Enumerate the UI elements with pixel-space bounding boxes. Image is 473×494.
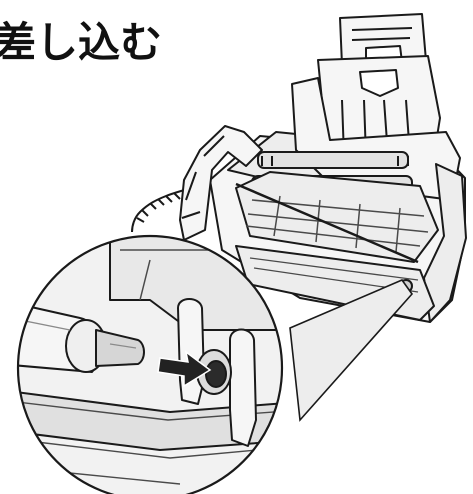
roller-gears — [261, 156, 409, 166]
insert-tool-tip — [95, 329, 145, 367]
detail-circle-border — [16, 234, 284, 494]
paper-tray-back-slot — [351, 27, 413, 41]
paper-tray-middle-slots — [341, 99, 411, 157]
guide-rod — [235, 182, 419, 264]
right-arrow-icon — [157, 350, 212, 388]
fax-machine — [131, 13, 467, 323]
handset-cord — [131, 185, 197, 233]
side-frame-right — [423, 163, 467, 323]
socket-hole — [205, 360, 227, 388]
socket-post-left — [177, 298, 205, 405]
page-title: 差し込む — [0, 18, 163, 67]
callout-connector — [289, 279, 414, 422]
detail-callout — [16, 234, 284, 494]
socket-post-right — [229, 328, 257, 447]
inner-mechanism — [235, 171, 439, 263]
roller-upper — [257, 151, 409, 169]
paper-tray-middle-notch — [359, 69, 399, 97]
handset — [179, 125, 263, 241]
detail-ledge — [18, 389, 282, 451]
inner-ribs — [245, 195, 429, 253]
handset-detail — [181, 135, 225, 219]
